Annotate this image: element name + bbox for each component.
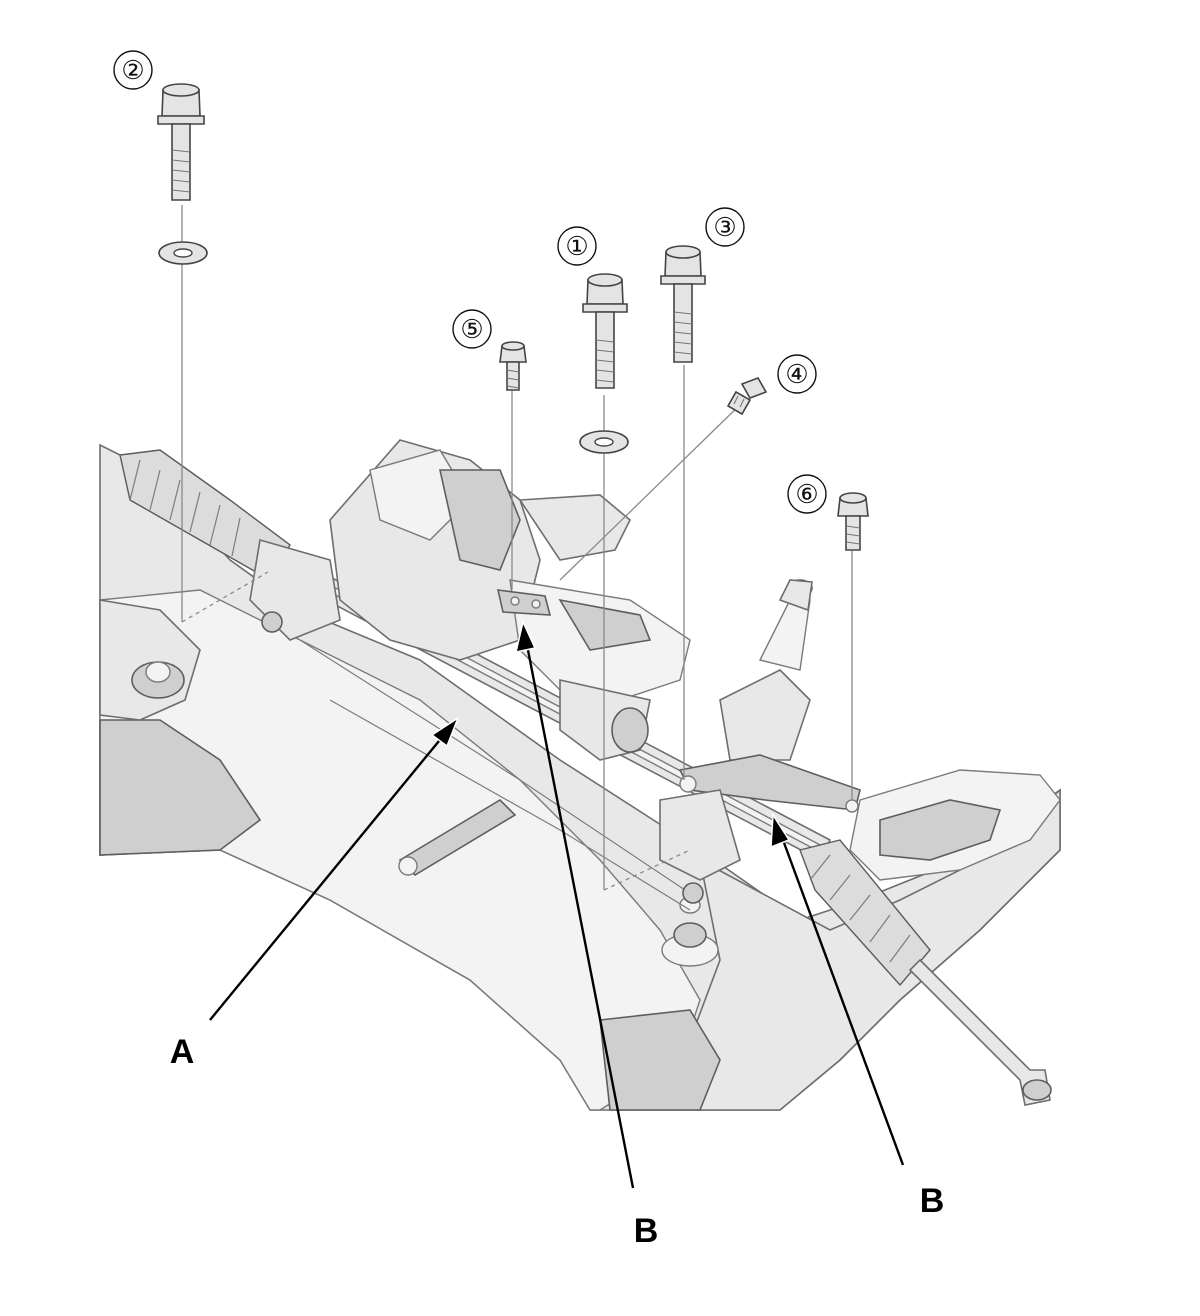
arrow-b-right [781,839,905,1166]
bolt-4 [726,377,768,416]
arrow-b-center [525,644,635,1189]
label-bolt-3: ③ [713,213,736,243]
label-bolt-2: ② [121,56,144,86]
arrow-a [209,729,449,1021]
bolt-3 [660,245,706,363]
guide-lines [181,205,853,891]
washer-2 [158,241,208,265]
bolt-number-labels: ② ① ③ ⑤ ④ ⑥ [113,50,827,514]
callout-b-right: B [920,1182,945,1220]
callout-b-center: B [634,1212,659,1250]
steering-gearbox [119,439,1052,1106]
bolt-2 [157,83,205,201]
bolt-5 [499,341,527,391]
bolt-6 [837,492,869,551]
washer-1 [579,430,629,454]
label-bolt-4: ④ [785,360,808,390]
label-bolt-5: ⑤ [460,315,483,345]
callout-a: A [170,1033,195,1071]
label-bolt-1: ① [565,232,588,262]
label-bolt-6: ⑥ [795,480,818,510]
callout-arrows [209,619,905,1189]
callout-labels: A B B [170,1033,945,1250]
bolt-1 [582,273,628,389]
